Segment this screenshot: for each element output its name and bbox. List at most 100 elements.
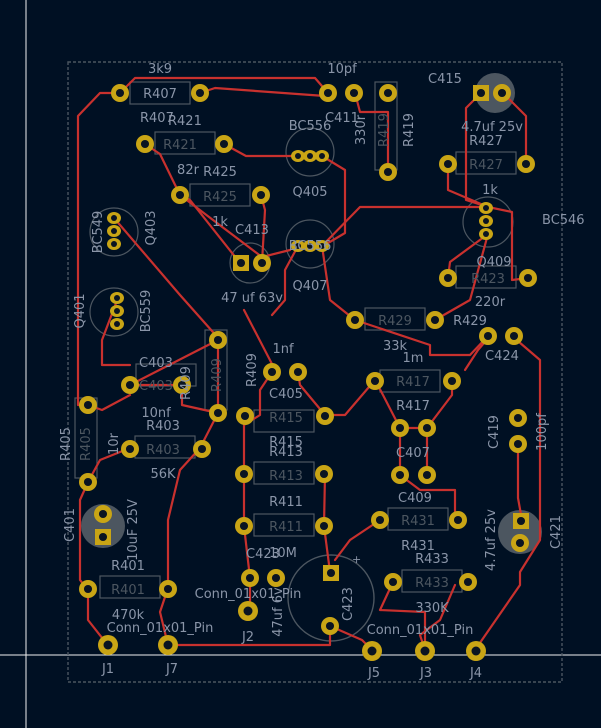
copper-track [118, 76, 330, 95]
r403-1-drill-hole [125, 444, 135, 454]
c403-fab-ref: C403 [139, 379, 173, 394]
copper-track [320, 205, 492, 248]
q401-pin3-drill-hole [114, 321, 120, 327]
r413-ref: R413 [269, 445, 303, 460]
c401-1-drill-hole [98, 509, 108, 519]
copper-track [501, 91, 528, 166]
copper-track [112, 216, 222, 342]
q409-ref: Q409 [476, 255, 511, 270]
r433-fab-ref: R433 [415, 576, 449, 591]
c421-1-drill-hole [516, 516, 526, 526]
c421-ref: C421 [549, 515, 564, 549]
c421-body [498, 510, 542, 554]
j7-pin-drill-hole [163, 640, 173, 650]
j1-pin-drill-hole [103, 640, 113, 650]
r421-1-drill-hole [140, 139, 150, 149]
copper-track [353, 318, 490, 357]
c407-1-drill-hole [395, 423, 405, 433]
q403-body [89, 207, 139, 257]
r415-ref: R415 [269, 435, 303, 450]
r421-2-drill-hole [219, 139, 229, 149]
r413-2-drill-hole [319, 469, 329, 479]
c424-ref: C424 [485, 349, 519, 364]
q405-ref: Q405 [292, 185, 327, 200]
r417-1-drill-hole [370, 376, 380, 386]
c419-ref: C419 [487, 415, 502, 449]
r405-2-drill-hole [83, 477, 93, 487]
r421-value: 82r [177, 163, 200, 178]
r427-ref: R427 [469, 134, 503, 149]
r425-ref: R425 [203, 165, 237, 180]
r427-2-drill-hole [521, 159, 531, 169]
r415-2-drill-hole [320, 411, 330, 421]
copper-track [178, 193, 242, 265]
j7-ref: J7 [165, 662, 178, 677]
r411-fab-ref: R411 [269, 520, 303, 535]
copper-track [320, 154, 347, 248]
j3-value: Conn_01x01_Pin [367, 623, 474, 638]
r403-ref: R403 [146, 419, 180, 434]
copper-track [320, 244, 357, 322]
c423-ref-2: C423 [341, 587, 356, 621]
r417-value: 1m [403, 351, 424, 366]
q403-pin3-drill-hole [111, 241, 117, 247]
r425-2-drill-hole [256, 190, 266, 200]
c415-1-drill-hole [476, 88, 486, 98]
copper-track [516, 442, 524, 522]
c411-value: 10pf [327, 62, 357, 77]
r401-1-drill-hole [83, 584, 93, 594]
r425-value: 1k [212, 215, 228, 230]
r403-value: 56K [150, 467, 176, 482]
r405-ref: R405 [59, 427, 74, 461]
c413-1-drill-hole [236, 258, 246, 268]
j5-pin-drill-hole [367, 646, 377, 656]
r405-1-drill-hole [83, 400, 93, 410]
r417-2-drill-hole [447, 376, 457, 386]
copper-track [242, 370, 274, 476]
c403-1-drill-hole [125, 380, 135, 390]
c423-value: 47uf 6v [271, 587, 286, 637]
r419-value: 330r [354, 114, 369, 145]
c401-2-drill-hole [98, 532, 108, 542]
c405-value: 1nf [272, 342, 294, 357]
c415-value: 4.7uf 25v [461, 120, 523, 135]
q401-value: BC559 [139, 290, 154, 333]
r415-body [253, 409, 315, 433]
copper-track [270, 244, 300, 317]
edge-cuts-layer [67, 61, 563, 683]
r411-2-drill-hole [319, 521, 329, 531]
j2-ref: J2 [241, 630, 254, 645]
r427-1-drill-hole [443, 159, 453, 169]
c407-2-drill-hole [422, 423, 432, 433]
r407-body [129, 81, 191, 105]
c423-1-drill-hole [326, 568, 336, 578]
r401-2-drill-hole [163, 584, 173, 594]
copper-track [473, 334, 542, 652]
r423-value: 220r [475, 295, 506, 310]
c424-1-drill-hole [483, 331, 493, 341]
c423-2-drill-hole [325, 621, 335, 631]
c409-1-drill-hole [395, 470, 405, 480]
r433-value: 330K [415, 601, 449, 616]
j4-ref: J4 [469, 666, 482, 681]
r415-fab-ref: R415 [269, 411, 303, 426]
j2-value: Conn_01x01_Pin [195, 587, 302, 602]
r419-fab-ref: R419 [377, 113, 392, 147]
copper-track [398, 473, 457, 522]
copper-track [166, 446, 202, 590]
j1-value: Conn_01x01_Pin [107, 621, 214, 636]
q405-pin2-drill-hole [307, 153, 313, 159]
c409-2-drill-hole [422, 470, 432, 480]
r429-fab-ref: R429 [378, 314, 412, 329]
r409-2-drill-hole [213, 408, 223, 418]
r403-2-drill-hole [197, 444, 207, 454]
j1-ref: J1 [101, 662, 114, 677]
r407-1-drill-hole [115, 88, 125, 98]
r423-1-drill-hole [443, 273, 453, 283]
q409-value: BC546 [542, 213, 585, 228]
r421-fab-ref: R421 [163, 138, 197, 153]
r429-1-drill-hole [350, 315, 360, 325]
q407-pin2-drill-hole [307, 243, 313, 249]
